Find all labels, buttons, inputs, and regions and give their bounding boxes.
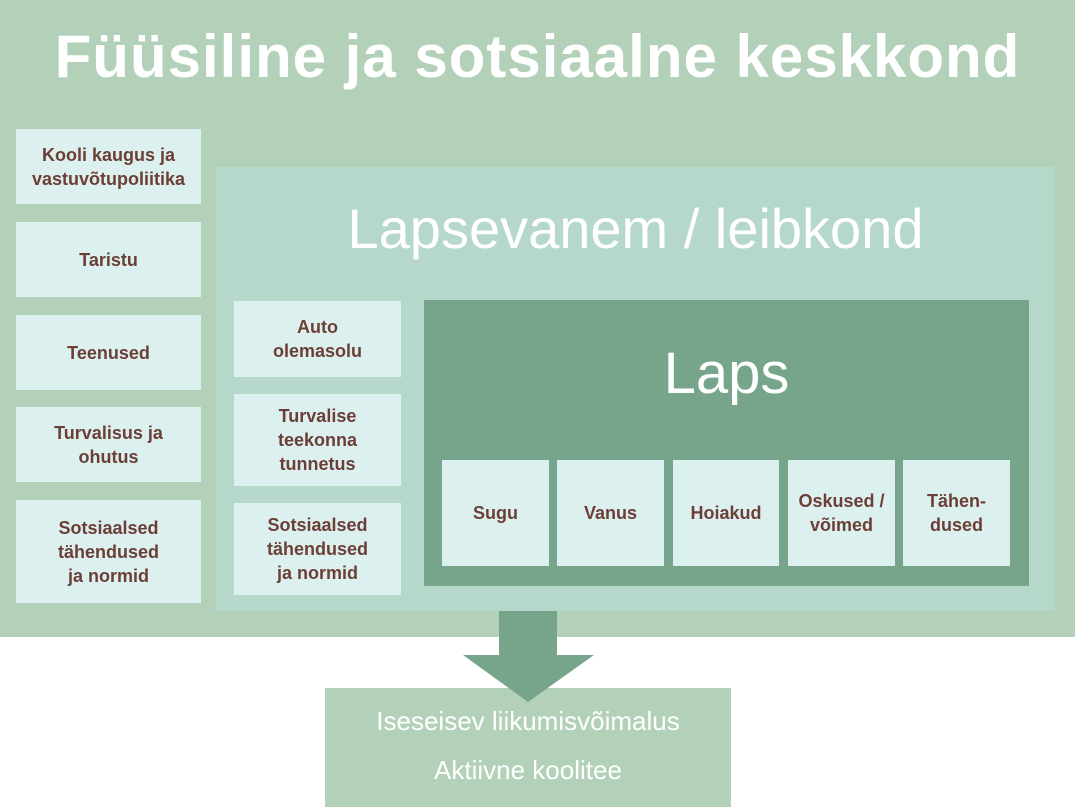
- child-item-gender: Sugu: [442, 460, 549, 566]
- environment-title: Füüsiline ja sotsiaalne keskkond: [54, 23, 1021, 90]
- child-item-age: Vanus: [557, 460, 664, 566]
- outcome-active-commute: Aktiivne koolitee: [434, 755, 622, 785]
- household-item-route-safety: Turvalise teekonna tunnetus: [234, 394, 401, 486]
- child-item-meanings: Tähen- dused: [903, 460, 1010, 566]
- household-item-car: Auto olemasolu: [234, 301, 401, 377]
- env-item-services: Teenused: [16, 315, 201, 390]
- parent-household-title: Lapsevanem / leibkond: [347, 197, 924, 260]
- child-item-skills: Oskused / võimed: [788, 460, 895, 566]
- outcome-box: [325, 688, 731, 807]
- env-item-infrastructure: Taristu: [16, 222, 201, 297]
- child-item-attitudes: Hoiakud: [673, 460, 779, 566]
- env-item-school-distance: Kooli kaugus ja vastuvõtupoliitika: [16, 129, 201, 204]
- env-item-social-norms: Sotsiaalsed tähendused ja normid: [16, 500, 201, 603]
- child-title: Laps: [663, 341, 790, 406]
- outcome-independent-mobility: Iseseisev liikumisvõimalus: [376, 706, 680, 736]
- env-item-safety: Turvalisus ja ohutus: [16, 407, 201, 482]
- household-item-social-norms: Sotsiaalsed tähendused ja normid: [234, 503, 401, 595]
